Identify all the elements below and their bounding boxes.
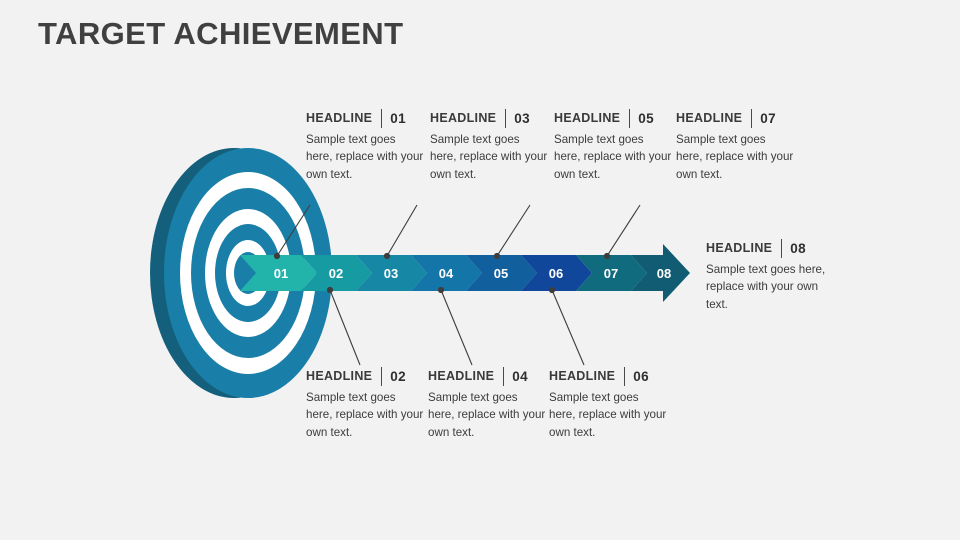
connector-dot-03 [383,252,391,260]
connector-line-07 [606,204,641,257]
callout-05-header: HEADLINE 05 [554,108,672,128]
connector-dot-05 [493,252,501,260]
callout-02-header: HEADLINE 02 [306,366,424,386]
callout-08-header: HEADLINE 08 [706,238,830,258]
callout-01-header: HEADLINE 01 [306,108,424,128]
callout-08-number: 08 [790,240,806,256]
callout-01-number: 01 [390,110,406,126]
arrow-segment-05[interactable] [466,255,537,291]
callout-05-number: 05 [638,110,654,126]
process-arrow: 01 02 03 04 05 06 07 08 [240,244,690,302]
connector-dots [273,252,611,294]
callout-01-body: Sample text goes here, replace with your… [306,133,424,181]
callout-04-divider [503,366,505,386]
arrow-segment-01-label: 01 [274,266,288,281]
callout-04-number: 04 [512,368,528,384]
callout-01-divider [381,108,383,128]
callout-07-header: HEADLINE 07 [676,108,794,128]
callout-08-headline: HEADLINE [706,241,773,255]
connector-line-01 [276,204,311,257]
arrow-segment-03-label: 03 [384,266,398,281]
callout-07-body: Sample text goes here, replace with your… [676,133,794,181]
arrow-segment-08[interactable] [631,244,690,302]
callout-04-header: HEADLINE 04 [428,366,546,386]
connector-lines [276,204,641,366]
callout-08[interactable]: HEADLINE 08 Sample text goes here, repla… [706,238,830,313]
callout-02-divider [381,366,383,386]
callout-05-body: Sample text goes here, replace with your… [554,133,672,181]
arrow-segment-07-label: 07 [604,266,618,281]
arrow-segment-02-label: 02 [329,266,343,281]
callout-08-body: Sample text goes here, replace with your… [706,263,826,311]
connector-dot-01 [273,252,281,260]
connector-line-03 [386,204,418,257]
callout-07-divider [751,108,753,128]
callout-04-headline: HEADLINE [428,369,495,383]
callout-05-divider [629,108,631,128]
callout-07-number: 07 [760,110,776,126]
arrow-segment-05-label: 05 [494,266,508,281]
callout-07-headline: HEADLINE [676,111,743,125]
arrow-segment-02[interactable] [301,255,372,291]
arrow-segment-06[interactable] [521,255,592,291]
callout-06-number: 06 [633,368,649,384]
callout-06-headline: HEADLINE [549,369,616,383]
callout-05[interactable]: HEADLINE 05 Sample text goes here, repla… [554,108,672,183]
callout-02-body: Sample text goes here, replace with your… [306,391,424,439]
arrow-segment-03[interactable] [356,255,427,291]
arrow-segment-04[interactable] [411,255,482,291]
callout-02[interactable]: HEADLINE 02 Sample text goes here, repla… [306,366,424,441]
callout-08-divider [781,238,783,258]
arrow-segment-08-label: 08 [657,266,671,281]
callout-06[interactable]: HEADLINE 06 Sample text goes here, repla… [549,366,667,441]
arrow-segment-07[interactable] [576,255,647,291]
connector-dot-04 [437,286,445,294]
arrow-segment-01[interactable] [240,255,317,291]
connector-line-04 [440,289,473,366]
callout-06-divider [624,366,626,386]
connector-line-02 [329,289,361,366]
arrow-segment-04-label: 04 [439,266,454,281]
connector-line-05 [496,204,531,257]
connector-line-06 [551,289,585,366]
callout-01[interactable]: HEADLINE 01 Sample text goes here, repla… [306,108,424,183]
callout-03[interactable]: HEADLINE 03 Sample text goes here, repla… [430,108,548,183]
callout-03-headline: HEADLINE [430,111,497,125]
connector-dot-06 [548,286,556,294]
callout-04-body: Sample text goes here, replace with your… [428,391,546,439]
callout-06-header: HEADLINE 06 [549,366,667,386]
callout-02-number: 02 [390,368,406,384]
callout-04[interactable]: HEADLINE 04 Sample text goes here, repla… [428,366,546,441]
page-title: TARGET ACHIEVEMENT [38,16,404,51]
callout-07[interactable]: HEADLINE 07 Sample text goes here, repla… [676,108,794,183]
callout-02-headline: HEADLINE [306,369,373,383]
callout-01-headline: HEADLINE [306,111,373,125]
callout-03-body: Sample text goes here, replace with your… [430,133,548,181]
callout-03-divider [505,108,507,128]
connector-dot-02 [326,286,334,294]
callout-06-body: Sample text goes here, replace with your… [549,391,667,439]
callout-03-number: 03 [514,110,530,126]
callout-05-headline: HEADLINE [554,111,621,125]
connector-dot-07 [603,252,611,260]
callout-03-header: HEADLINE 03 [430,108,548,128]
arrow-segment-06-label: 06 [549,266,563,281]
